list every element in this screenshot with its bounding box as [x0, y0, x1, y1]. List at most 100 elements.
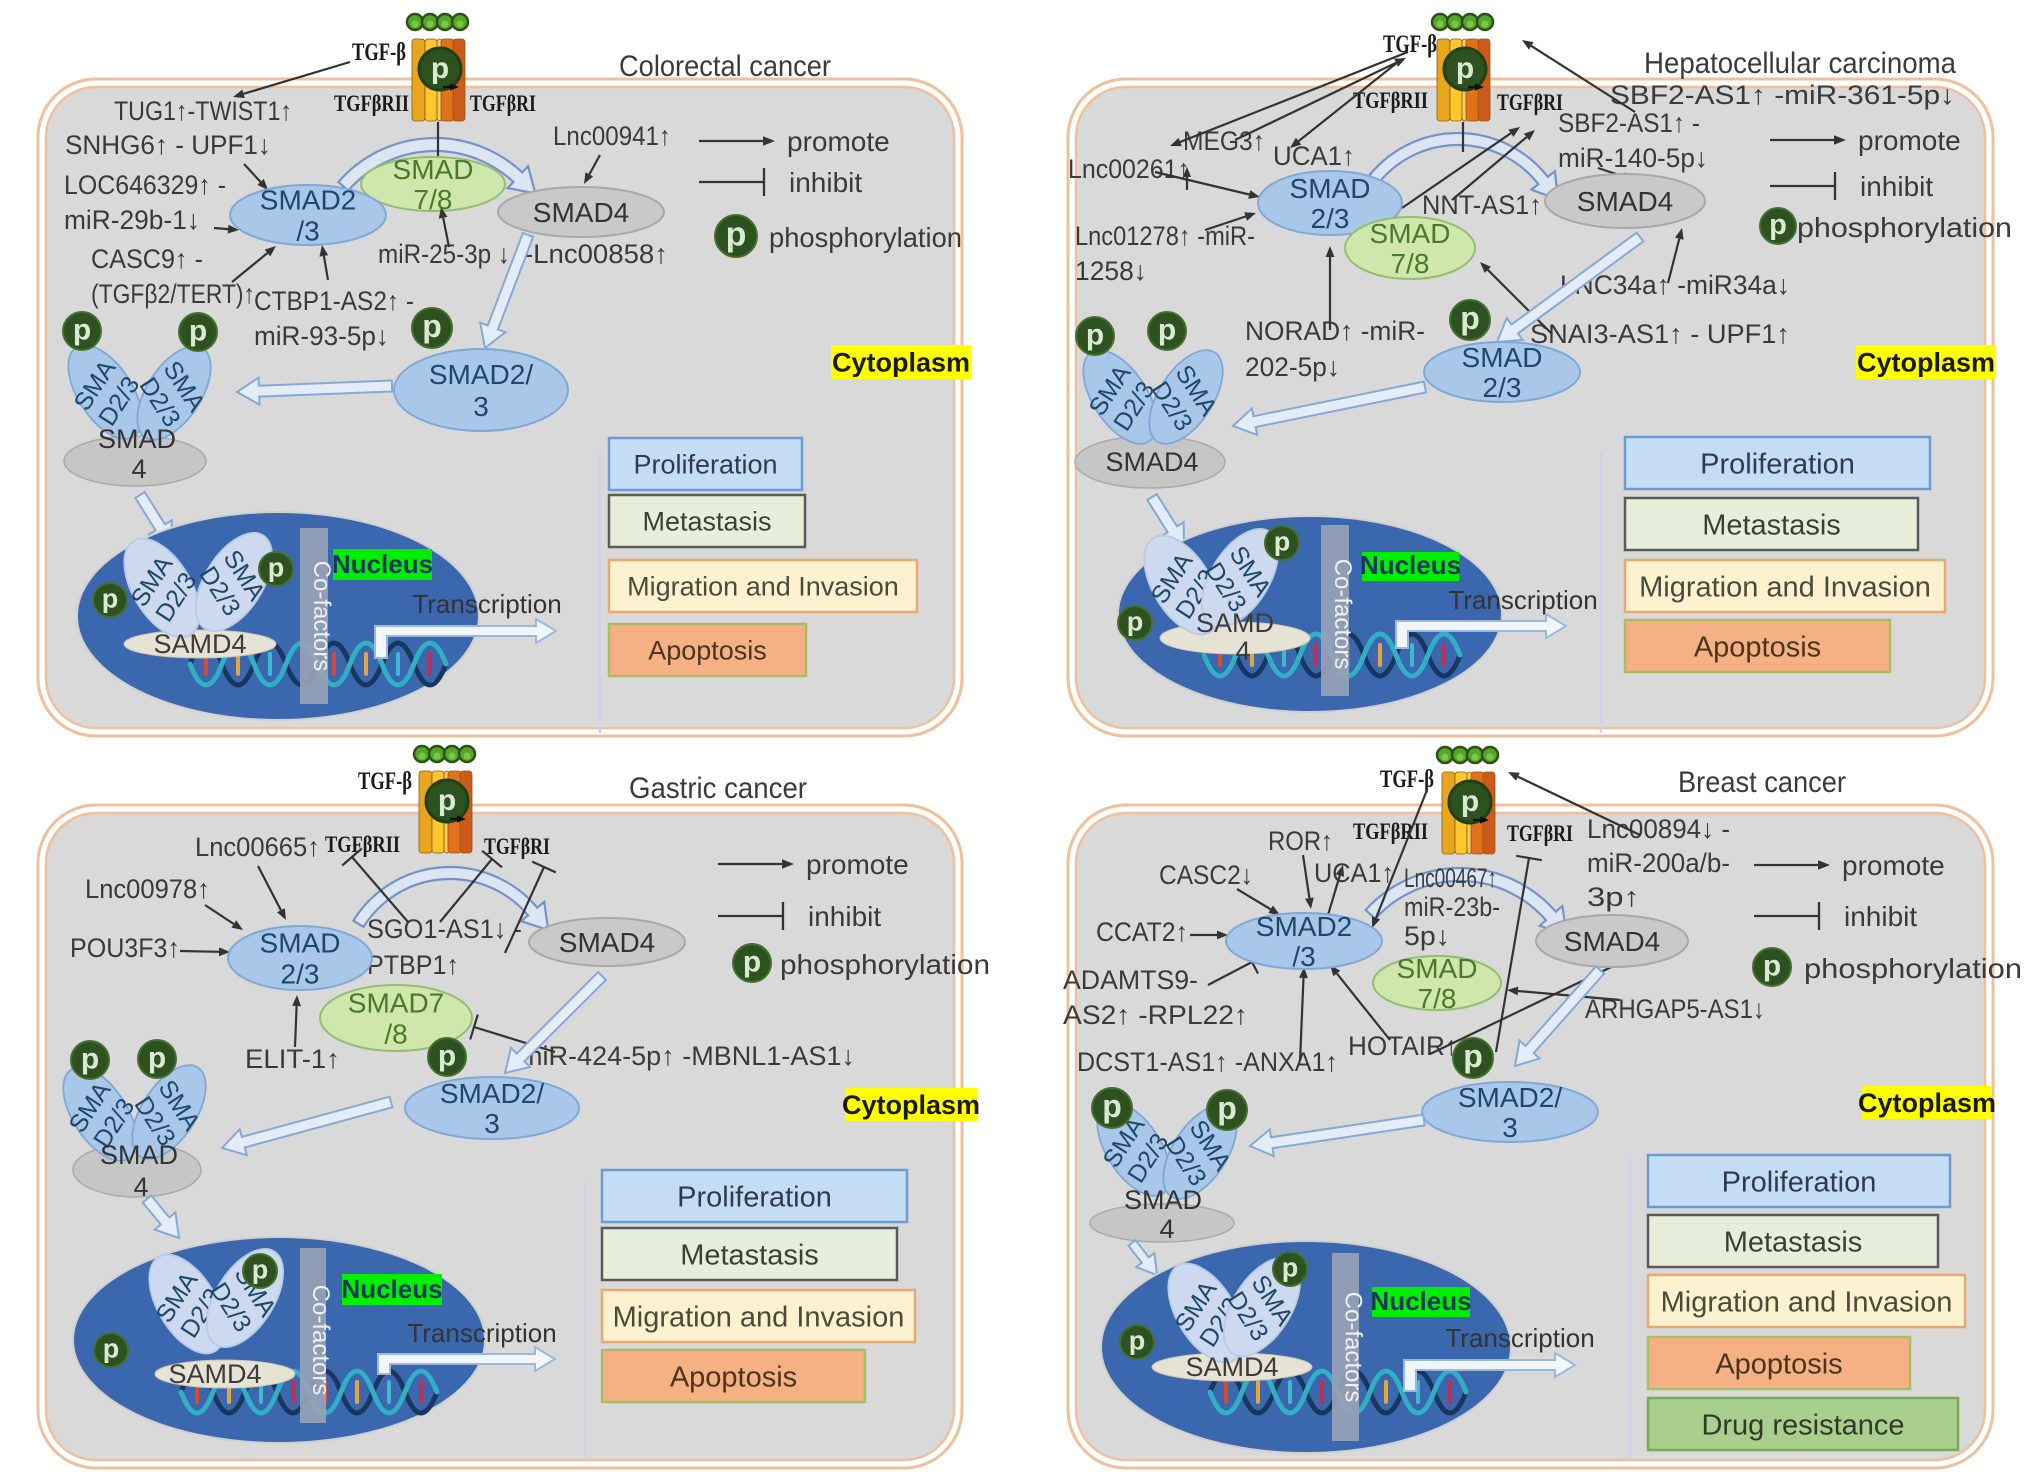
- svg-text:promote: promote: [1842, 850, 1945, 881]
- svg-text:Lnc00941↑: Lnc00941↑: [553, 121, 671, 151]
- svg-text:SMAD2: SMAD2: [260, 184, 356, 215]
- svg-text:p: p: [1763, 950, 1781, 983]
- svg-text:phosphorylation: phosphorylation: [780, 949, 990, 980]
- svg-text:p: p: [268, 553, 285, 583]
- svg-text:7/8: 7/8: [1391, 248, 1430, 279]
- svg-text:TGFβRI: TGFβRI: [1497, 90, 1563, 115]
- svg-text:promote: promote: [787, 126, 890, 157]
- svg-text:p: p: [1217, 1090, 1237, 1126]
- svg-text:Metastasis: Metastasis: [680, 1239, 819, 1271]
- svg-text:p: p: [81, 1043, 99, 1076]
- svg-text:Cytoplasm: Cytoplasm: [832, 348, 970, 378]
- svg-text:p: p: [189, 315, 207, 348]
- svg-text:SMAD4: SMAD4: [1577, 186, 1673, 217]
- svg-text:miR-23b-: miR-23b-: [1404, 892, 1500, 922]
- svg-text:LOC646329↑ -: LOC646329↑ -: [64, 170, 226, 200]
- svg-text:Co-factors: Co-factors: [1340, 1292, 1367, 1403]
- svg-text:Nucleus: Nucleus: [341, 1274, 442, 1304]
- svg-text:Migration and Invasion: Migration and Invasion: [1661, 1286, 1953, 1318]
- svg-text:p: p: [1274, 527, 1291, 557]
- svg-text:Co-factors: Co-factors: [307, 1285, 334, 1396]
- svg-text:phosphorylation: phosphorylation: [769, 222, 962, 253]
- svg-text:SAMD4: SAMD4: [1185, 1352, 1278, 1382]
- svg-text:202-5p↓: 202-5p↓: [1245, 352, 1340, 382]
- svg-text:NORAD↑ -miR-: NORAD↑ -miR-: [1245, 316, 1425, 346]
- svg-text:p: p: [103, 1334, 120, 1364]
- svg-text:-Lnc00858↑: -Lnc00858↑: [524, 239, 668, 269]
- svg-text:TGF-β: TGF-β: [358, 768, 412, 795]
- svg-text:SAMD4: SAMD4: [168, 1359, 261, 1389]
- svg-text:CASC2↓: CASC2↓: [1159, 860, 1253, 890]
- svg-text:3: 3: [1502, 1112, 1518, 1143]
- svg-text:TGFβRI: TGFβRI: [484, 834, 550, 859]
- svg-text:SMAD4: SMAD4: [559, 927, 655, 958]
- svg-text:Transcription: Transcription: [1448, 585, 1597, 615]
- svg-text:TGF-β: TGF-β: [1383, 31, 1437, 58]
- svg-text:SMAD4: SMAD4: [1564, 926, 1660, 957]
- svg-text:Apoptosis: Apoptosis: [670, 1361, 797, 1393]
- svg-text:p: p: [726, 215, 747, 253]
- svg-text:SMAD4: SMAD4: [1105, 447, 1198, 477]
- svg-text:p: p: [422, 308, 442, 344]
- svg-text:/3: /3: [296, 215, 319, 246]
- svg-text:SAMD: SAMD: [1196, 608, 1274, 638]
- svg-text:SGO1-AS1↓ -: SGO1-AS1↓ -: [367, 914, 522, 944]
- svg-text:Metastasis: Metastasis: [642, 507, 771, 537]
- svg-text:/3: /3: [1292, 941, 1315, 972]
- svg-text:Lnc00665↑: Lnc00665↑: [195, 832, 320, 862]
- svg-text:Breast cancer: Breast cancer: [1678, 766, 1846, 799]
- svg-text:p: p: [1158, 314, 1176, 347]
- svg-text:NNT-AS1↑: NNT-AS1↑: [1422, 190, 1542, 220]
- svg-text:3: 3: [484, 1108, 500, 1139]
- svg-text:SMAD: SMAD: [260, 927, 341, 958]
- svg-text:7/8: 7/8: [414, 184, 453, 215]
- svg-text:SMAD: SMAD: [98, 424, 176, 454]
- svg-text:Transcription: Transcription: [412, 589, 561, 619]
- svg-text:Cytoplasm: Cytoplasm: [842, 1090, 980, 1120]
- svg-text:SMAD: SMAD: [100, 1140, 178, 1170]
- svg-text:inhibit: inhibit: [808, 901, 881, 932]
- svg-text:p: p: [1127, 607, 1144, 637]
- svg-text:p: p: [1102, 1088, 1122, 1124]
- svg-text:promote: promote: [1858, 125, 1961, 156]
- svg-text:Metastasis: Metastasis: [1724, 1226, 1863, 1258]
- svg-text:Drug resistance: Drug resistance: [1701, 1409, 1904, 1441]
- svg-text:ADAMTS9-: ADAMTS9-: [1063, 965, 1198, 995]
- svg-text:Lnc00261↑: Lnc00261↑: [1068, 154, 1190, 184]
- svg-text:CASC9↑ -: CASC9↑ -: [91, 244, 203, 274]
- svg-text:SAMD4: SAMD4: [153, 629, 246, 659]
- svg-text:Gastric cancer: Gastric cancer: [629, 772, 807, 805]
- svg-text:Hepatocellular carcinoma: Hepatocellular carcinoma: [1644, 47, 1956, 80]
- svg-text:PTBP1↑: PTBP1↑: [367, 950, 459, 980]
- svg-text:p: p: [431, 52, 449, 85]
- svg-text:TGF-β: TGF-β: [352, 39, 406, 66]
- svg-text:TUG1↑-TWIST1↑: TUG1↑-TWIST1↑: [114, 96, 292, 126]
- svg-text:Lnc00467↑: Lnc00467↑: [1404, 863, 1497, 893]
- svg-text:p: p: [1086, 319, 1104, 352]
- svg-text:inhibit: inhibit: [1860, 171, 1933, 202]
- svg-text:UCA1↑: UCA1↑: [1273, 141, 1355, 171]
- svg-text:promote: promote: [806, 849, 909, 880]
- svg-text:Lnc00978↑: Lnc00978↑: [85, 874, 210, 904]
- svg-text:SMAD: SMAD: [1397, 953, 1478, 984]
- svg-text:1258↓: 1258↓: [1075, 256, 1147, 286]
- svg-text:SBF2-AS1↑ -: SBF2-AS1↑ -: [1558, 108, 1700, 138]
- svg-text:miR-140-5p↓: miR-140-5p↓: [1558, 143, 1708, 173]
- svg-text:TGFβRII: TGFβRII: [1353, 819, 1428, 844]
- svg-text:inhibit: inhibit: [1844, 901, 1917, 932]
- svg-text:3: 3: [473, 391, 489, 422]
- svg-text:Transcription: Transcription: [1445, 1323, 1594, 1353]
- svg-text:p: p: [1463, 1038, 1483, 1074]
- svg-text:Cytoplasm: Cytoplasm: [1858, 1088, 1996, 1118]
- svg-text:TGFβRI: TGFβRI: [1507, 821, 1573, 846]
- svg-text:p: p: [102, 584, 119, 614]
- svg-text:AS2↑ -RPL22↑: AS2↑ -RPL22↑: [1063, 1000, 1248, 1030]
- svg-text:SMAD: SMAD: [1370, 218, 1451, 249]
- svg-text:3p↑: 3p↑: [1587, 882, 1640, 912]
- svg-text:SMAD2/: SMAD2/: [440, 1078, 544, 1109]
- svg-text:SMAD: SMAD: [1290, 173, 1371, 204]
- svg-text:TGFβRII: TGFβRII: [334, 91, 409, 116]
- svg-text:SMAD7: SMAD7: [348, 987, 444, 1018]
- svg-text:p: p: [1460, 300, 1480, 336]
- svg-text:miR-29b-1↓: miR-29b-1↓: [64, 205, 200, 235]
